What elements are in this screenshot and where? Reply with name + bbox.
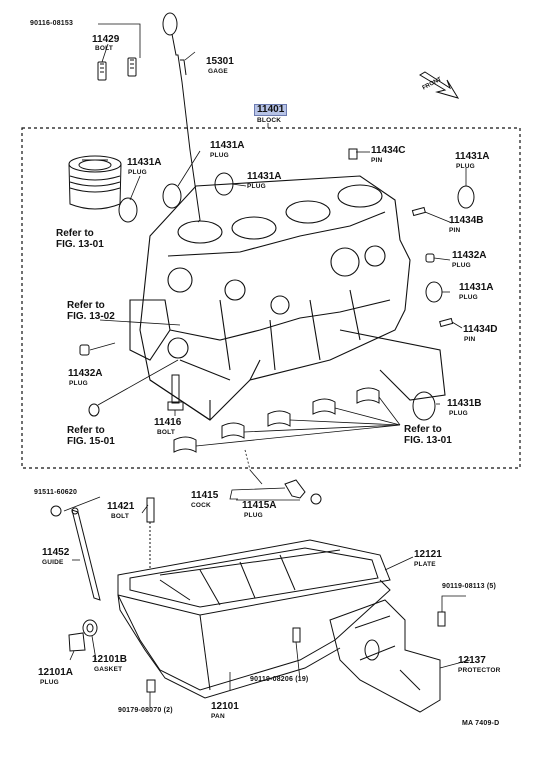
part-number-90179-08070[interactable]: 90179-08070 (2) (118, 707, 173, 714)
part-name-gasket: GASKET (94, 666, 123, 673)
plug-11431A-right (458, 186, 474, 208)
oil-level-gage-drawing (163, 13, 200, 222)
part-name-plug: PLUG (128, 169, 147, 176)
part-number-11434D[interactable]: 11434D (463, 324, 498, 335)
plug-11431A-top (163, 184, 181, 208)
piston-drawing (69, 156, 121, 209)
oil-guide-tube-drawing (72, 508, 100, 600)
part-number-11431A-mid[interactable]: 11431A (247, 171, 282, 182)
part-number-11434B[interactable]: 11434B (449, 215, 484, 226)
part-name-bolt: BOLT (95, 45, 114, 52)
part-number-12101B[interactable]: 12101B (92, 654, 128, 665)
part-number-90119-08206[interactable]: 90119-08206 (19) (250, 676, 309, 683)
part-number-11431A-left[interactable]: 11431A (127, 157, 162, 168)
part-number-11452[interactable]: 11452 (42, 547, 70, 558)
part-number-11432A-right[interactable]: 11432A (452, 250, 487, 261)
part-name-bolt: BOLT (111, 513, 130, 520)
part-number-11401-highlighted[interactable]: 11401 (254, 104, 288, 116)
part-number-11431A-right[interactable]: 11431A (455, 151, 490, 162)
plug-11432A-right (426, 254, 434, 262)
plug-11432A-left (80, 345, 89, 355)
part-number-12101[interactable]: 12101 (211, 701, 239, 712)
part-number-11416[interactable]: 11416 (154, 417, 182, 428)
part-number-11434C[interactable]: 11434C (371, 145, 406, 156)
part-name-plug: PLUG (69, 380, 88, 387)
part-name-plug: PLUG (452, 262, 471, 269)
part-name-cock: COCK (191, 502, 211, 509)
protector-drawing (330, 600, 440, 712)
part-number-12121[interactable]: 12121 (414, 549, 442, 560)
plug-11431A-left (119, 198, 137, 222)
part-name-bolt: BOLT (157, 429, 176, 436)
part-name-plug: PLUG (244, 512, 263, 519)
part-number-11415[interactable]: 11415 (191, 490, 219, 501)
part-number-11432A-left[interactable]: 11432A (68, 368, 103, 379)
part-name-pin: PIN (449, 227, 461, 234)
part-number-12137[interactable]: 12137 (458, 655, 486, 666)
part-number-11421[interactable]: 11421 (107, 501, 135, 512)
drain-cock-drawing (285, 480, 321, 504)
oil-pan-plate-drawing (118, 540, 390, 615)
front-arrow-icon (420, 72, 458, 98)
bearing-shells (174, 388, 379, 452)
part-number-90119-08113[interactable]: 90119-08113 (5) (442, 583, 496, 590)
part-name-plug: PLUG (210, 152, 229, 159)
part-name-gage: GAGE (208, 68, 228, 75)
part-name-protector: PROTECTOR (458, 667, 501, 674)
part-name-pin: PIN (464, 336, 476, 343)
part-name-plug: PLUG (40, 679, 59, 686)
bolt-11416-drawing (168, 375, 183, 410)
part-number-11431A-top[interactable]: 11431A (210, 140, 245, 151)
dowel-pins (349, 149, 453, 326)
cylinder-block-drawing (130, 176, 445, 420)
part-number-11431A-right2[interactable]: 11431A (459, 282, 494, 293)
part-number-11431B[interactable]: 11431B (447, 398, 482, 409)
part-name-guide: GUIDE (42, 559, 64, 566)
part-name-plug: PLUG (449, 410, 468, 417)
part-number-12101A[interactable]: 12101A (38, 667, 74, 678)
part-number-90116-08153[interactable]: 90116-08153 (30, 20, 74, 27)
part-number-11429[interactable]: 11429 (92, 34, 120, 45)
bolt-11429-drawing (98, 58, 136, 80)
plug-11431A-right2 (426, 282, 442, 302)
part-name-plug: PLUG (459, 294, 478, 301)
part-number-91511-60620[interactable]: 91511-60620 (34, 489, 78, 496)
oil-pan-drawing (118, 580, 390, 698)
part-number-11415A[interactable]: 11415A (242, 500, 277, 511)
drain-plug-gasket-drawing (69, 620, 97, 651)
part-name-block: BLOCK (257, 117, 282, 124)
plug-11431B (413, 392, 435, 420)
part-name-pan: PAN (211, 713, 225, 720)
figure-code: MA 7409-D (462, 720, 500, 727)
part-name-plug: PLUG (456, 163, 475, 170)
part-name-plug: PLUG (247, 183, 266, 190)
part-name-pin: PIN (371, 157, 383, 164)
part-number-15301[interactable]: 15301 (206, 56, 234, 67)
part-name-plate: PLATE (414, 561, 436, 568)
leader-lines (64, 24, 470, 708)
block-assembly-boundary (22, 128, 520, 468)
